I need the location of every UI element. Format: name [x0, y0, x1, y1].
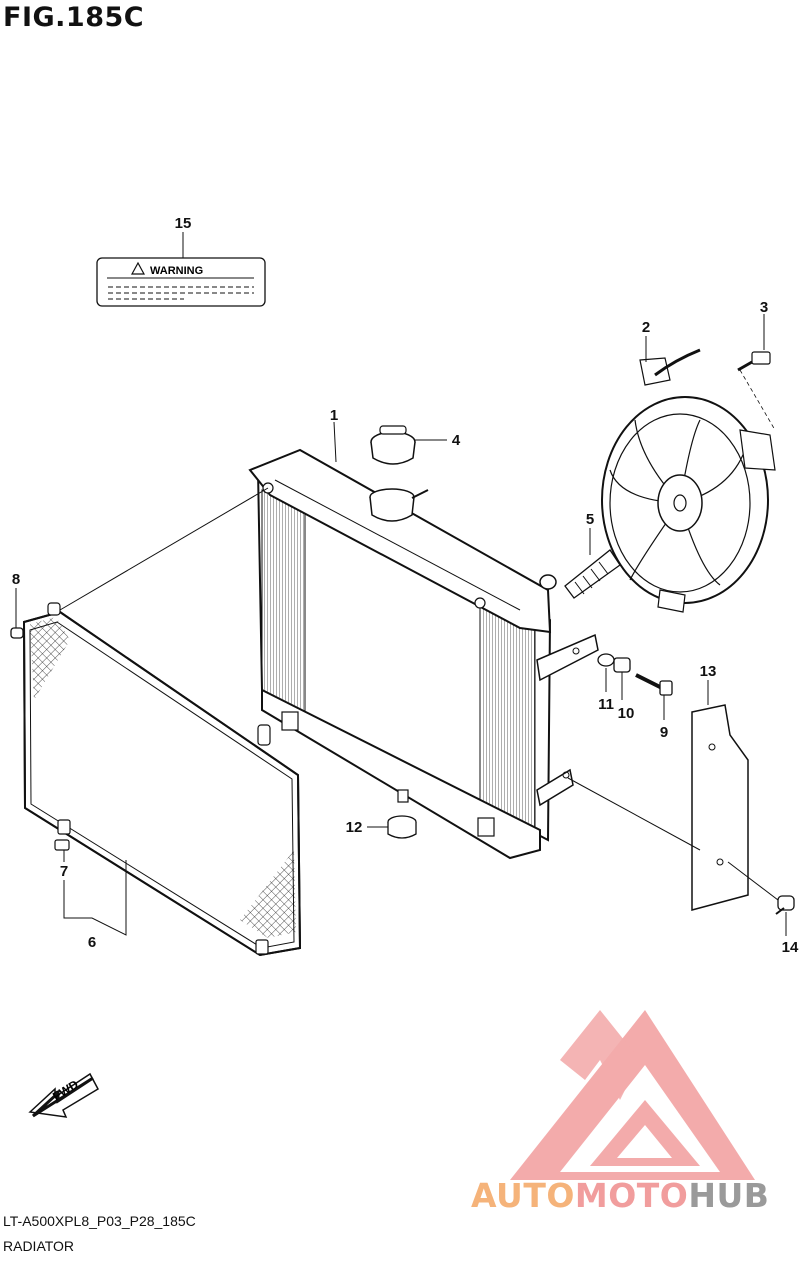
callout-12: 12	[346, 819, 363, 836]
callout-7: 7	[60, 863, 68, 880]
callout-8: 8	[12, 571, 20, 588]
bolt-9	[635, 673, 673, 696]
screw-8	[10, 627, 24, 639]
watermark-brand: AUTOMOTOHUB	[471, 1176, 769, 1215]
callout-6: 6	[88, 934, 96, 951]
side-plate-13	[691, 704, 749, 911]
watermark-hub: HUB	[688, 1176, 770, 1215]
figure-title: FIG.185C	[3, 2, 145, 33]
clip-screw-14	[775, 895, 795, 915]
radiator	[248, 448, 599, 860]
watermark-logo	[510, 1010, 755, 1180]
fan-hose	[564, 549, 621, 599]
warning-triangle-icon	[130, 261, 146, 275]
callout-1: 1	[330, 407, 338, 424]
cooling-fan	[601, 348, 776, 613]
radiator-cap	[370, 425, 416, 465]
callout-15: 15	[175, 215, 192, 232]
warning-label: WARNING	[96, 257, 266, 307]
grommet-12	[387, 815, 417, 839]
fwd-arrow-icon: FWD	[28, 1072, 99, 1118]
screen-clip	[54, 839, 70, 851]
callout-9: 9	[660, 724, 668, 741]
warning-text: WARNING	[150, 265, 203, 277]
callout-10: 10	[618, 705, 635, 722]
callout-11: 11	[598, 696, 614, 713]
watermark-moto: MOTO	[574, 1176, 689, 1215]
callout-14: 14	[782, 939, 799, 956]
callout-labels: 1 2 3 4 5 6 7 8 9 10 11 12 13 14 15	[12, 215, 799, 956]
collar-11	[597, 653, 615, 667]
callout-3: 3	[760, 299, 768, 316]
callout-5: 5	[586, 511, 594, 528]
cushion-10	[613, 657, 631, 673]
diagram-code: LT-A500XPL8_P03_P28_185C	[3, 1213, 196, 1229]
fan-bolt	[737, 351, 776, 431]
radiator-screen	[22, 602, 302, 957]
watermark-auto: AUTO	[471, 1176, 575, 1215]
callout-13: 13	[700, 663, 717, 680]
diagram-name: RADIATOR	[3, 1238, 75, 1254]
callout-2: 2	[642, 319, 650, 336]
leader-lines	[15, 232, 787, 936]
callout-4: 4	[452, 432, 461, 449]
